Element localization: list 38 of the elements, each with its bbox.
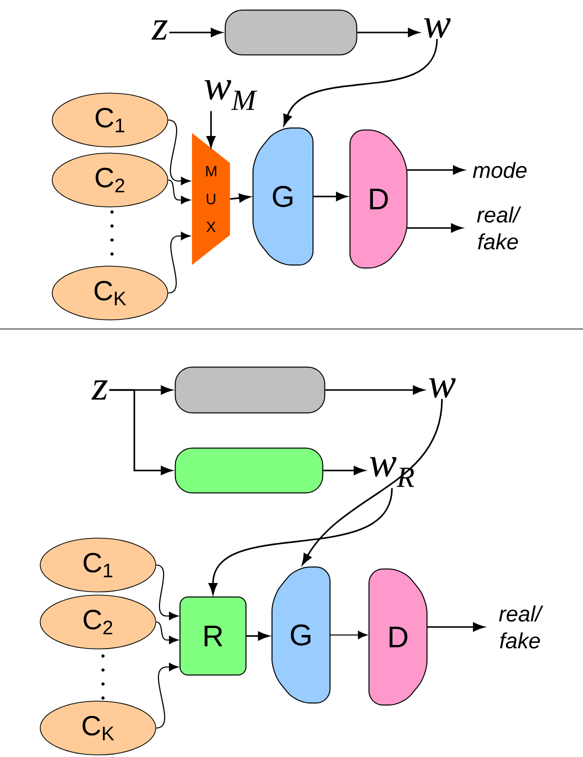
arrow (330, 630, 368, 640)
arrow (168, 179, 190, 204)
network-block: G (272, 566, 330, 704)
variable-label: w (424, 18, 451, 38)
arrow (168, 232, 190, 294)
arrow (156, 662, 178, 729)
arrow (407, 166, 464, 174)
arrow (313, 192, 348, 201)
network-block: R (180, 596, 246, 676)
arrow (230, 194, 250, 202)
output-label: mode (472, 162, 527, 178)
arrow (357, 28, 420, 37)
arrow (169, 28, 222, 37)
output-label: real/ fake (477, 206, 522, 250)
arrow (156, 621, 178, 644)
mapping-block (174, 448, 324, 494)
arrow (168, 119, 190, 186)
arrow (302, 398, 443, 565)
network-block: D (350, 130, 408, 268)
arrow (323, 466, 365, 475)
network-block: D (368, 568, 428, 706)
variable-label: z (91, 380, 108, 400)
arrow (109, 389, 172, 475)
arrow (246, 632, 270, 640)
arrow (208, 488, 393, 594)
variable-label: w (429, 378, 456, 398)
arrow (325, 386, 424, 394)
arrow (283, 38, 438, 126)
network-block: G (252, 128, 314, 266)
arrow (427, 622, 484, 632)
mapping-block (224, 10, 358, 56)
output-label: real/ fake (499, 606, 544, 648)
variable-label: z (151, 20, 168, 40)
arrow (206, 111, 216, 148)
mapping-block (174, 366, 326, 414)
multiplexer-block: M U X (192, 133, 230, 265)
arrow (407, 224, 462, 232)
variable-label: w$_{M}$ (204, 80, 258, 110)
